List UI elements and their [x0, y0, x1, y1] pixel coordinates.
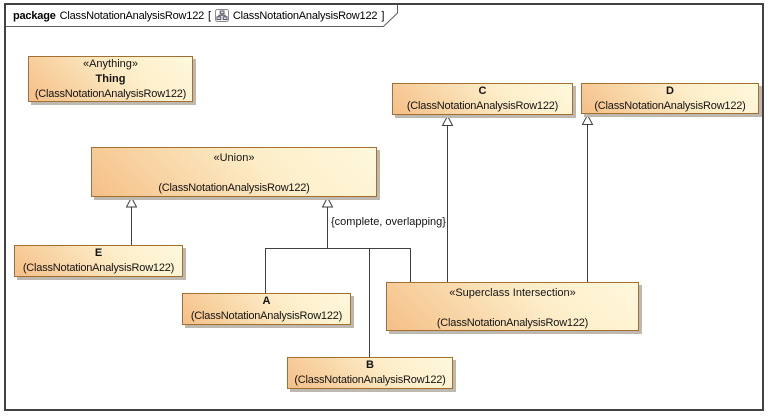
- frame-open-bracket: [: [208, 9, 211, 22]
- frame-diagram-name: ClassNotationAnalysisRow122: [232, 9, 378, 22]
- class-name: E: [94, 247, 103, 259]
- class-name: D: [666, 84, 674, 97]
- package-ref-label: (ClassNotationAnalysisRow122): [594, 99, 746, 112]
- class-box-c[interactable]: C (ClassNotationAnalysisRow122): [392, 83, 573, 115]
- class-diagram-icon: [214, 9, 229, 22]
- class-box-e[interactable]: E (ClassNotationAnalysisRow122): [14, 245, 183, 277]
- generalization-arrowhead-union-left[interactable]: [125, 196, 138, 208]
- frame-close-bracket: ]: [381, 9, 385, 22]
- frame-header[interactable]: package ClassNotationAnalysisRow122 [ Cl…: [13, 9, 384, 22]
- generalization-set-constraint[interactable]: {complete, overlapping}: [331, 216, 446, 228]
- class-name: B: [366, 359, 374, 371]
- class-name: C: [478, 85, 487, 97]
- frame-header-outline: [6, 5, 398, 27]
- class-box-a[interactable]: A (ClassNotationAnalysisRow122): [182, 293, 351, 325]
- stereotype-label: «Anything»: [82, 57, 139, 70]
- frame-context-name: ClassNotationAnalysisRow122: [59, 9, 205, 22]
- class-box-union[interactable]: «Union» (ClassNotationAnalysisRow122): [91, 147, 377, 197]
- package-ref-label: (ClassNotationAnalysisRow122): [22, 262, 175, 274]
- stereotype-label: «Union»: [213, 152, 255, 164]
- class-name: A: [262, 295, 271, 307]
- generalization-arrowhead-d[interactable]: [581, 113, 594, 125]
- package-ref-label: (ClassNotationAnalysisRow122): [436, 317, 589, 329]
- class-name: Thing: [95, 72, 126, 85]
- package-ref-label: (ClassNotationAnalysisRow122): [34, 87, 187, 100]
- class-box-d[interactable]: D (ClassNotationAnalysisRow122): [581, 83, 759, 114]
- frame-kind-label: package: [13, 9, 56, 22]
- class-box-thing[interactable]: «Anything» Thing (ClassNotationAnalysisR…: [28, 56, 193, 102]
- generalization-edge-a-si-branch[interactable]: [265, 248, 411, 294]
- class-box-b[interactable]: B (ClassNotationAnalysisRow122): [287, 357, 453, 389]
- generalization-arrowhead-union-right[interactable]: [321, 196, 334, 208]
- generalization-arrowhead-c[interactable]: [441, 114, 454, 126]
- package-ref-label: (ClassNotationAnalysisRow122): [294, 374, 446, 386]
- class-box-superclass-intersection[interactable]: «Superclass Intersection» (ClassNotation…: [386, 282, 639, 331]
- stereotype-label: «Superclass Intersection»: [449, 287, 576, 299]
- package-ref-label: (ClassNotationAnalysisRow122): [190, 310, 343, 322]
- package-ref-label: (ClassNotationAnalysisRow122): [406, 100, 559, 112]
- package-ref-label: (ClassNotationAnalysisRow122): [158, 182, 310, 194]
